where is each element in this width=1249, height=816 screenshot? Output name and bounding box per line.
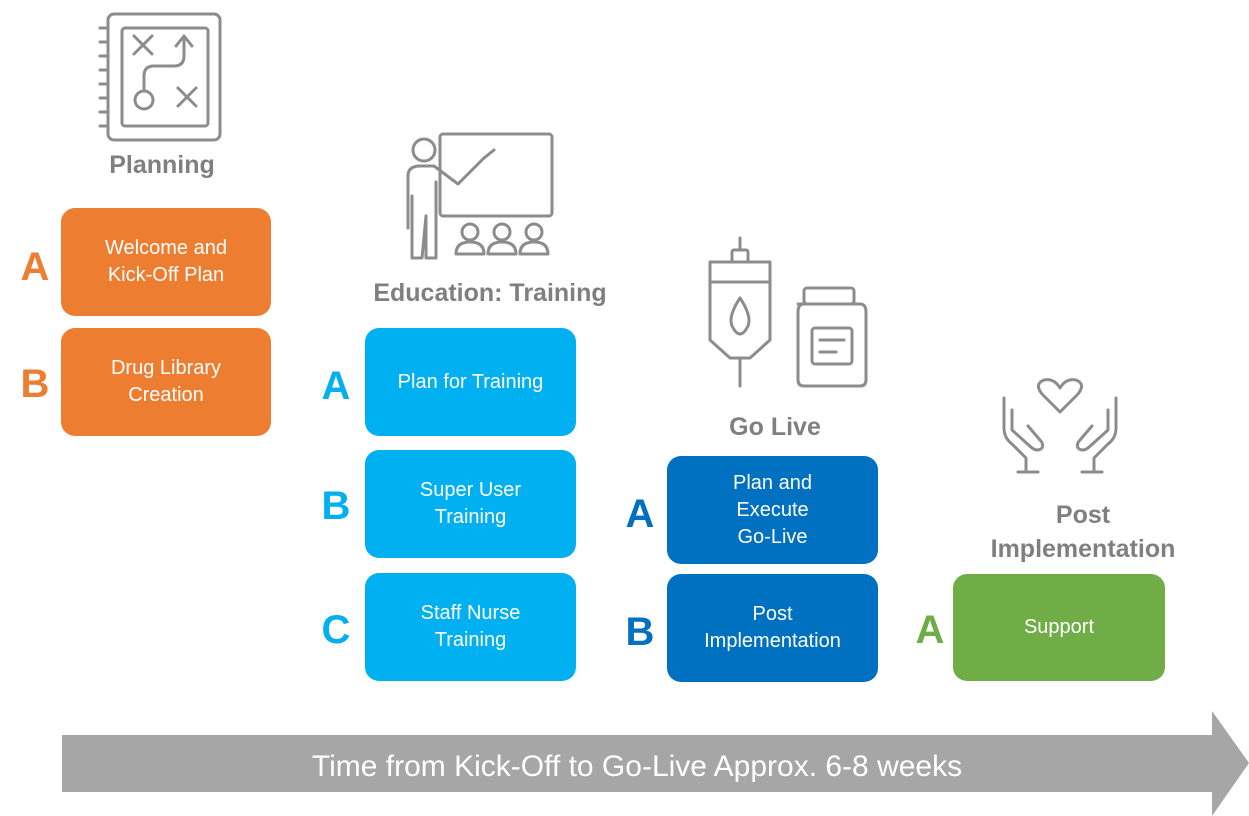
education-step-a-letter: A (321, 364, 351, 408)
presentation-teacher-icon (398, 128, 558, 264)
timeline-label: Time from Kick-Off to Go-Live Approx. 6-… (311, 750, 963, 783)
planning-step-a-letter: A (20, 245, 50, 289)
hands-heart-icon (998, 378, 1122, 474)
iv-bag-medicine-bottle-icon (702, 236, 872, 396)
post-step-a-letter: A (915, 608, 945, 652)
timeline-arrow-shape (62, 711, 1249, 816)
post-step-a-box[interactable]: Support (953, 574, 1165, 681)
golive-step-a-box[interactable]: Plan and Execute Go-Live (667, 456, 878, 564)
post-title: Post Implementation (990, 501, 1176, 563)
planning-step-b-letter: B (20, 362, 50, 406)
education-step-a-box[interactable]: Plan for Training (365, 328, 576, 436)
education-step-b-letter: B (321, 484, 351, 528)
education-title: Education: Training (373, 279, 607, 307)
golive-step-b-letter: B (625, 610, 655, 654)
timeline-arrow (62, 711, 1249, 816)
golive-title: Go Live (729, 413, 821, 441)
education-step-c-box[interactable]: Staff Nurse Training (365, 573, 576, 681)
education-step-c-letter: C (321, 608, 351, 652)
education-step-b-box[interactable]: Super User Training (365, 450, 576, 558)
strategy-board-icon (96, 8, 228, 148)
golive-step-a-letter: A (625, 492, 655, 536)
planning-step-a-box[interactable]: Welcome and Kick-Off Plan (61, 208, 271, 316)
planning-step-b-box[interactable]: Drug Library Creation (61, 328, 271, 436)
golive-step-b-box[interactable]: Post Implementation (667, 574, 878, 682)
planning-title: Planning (109, 151, 215, 179)
